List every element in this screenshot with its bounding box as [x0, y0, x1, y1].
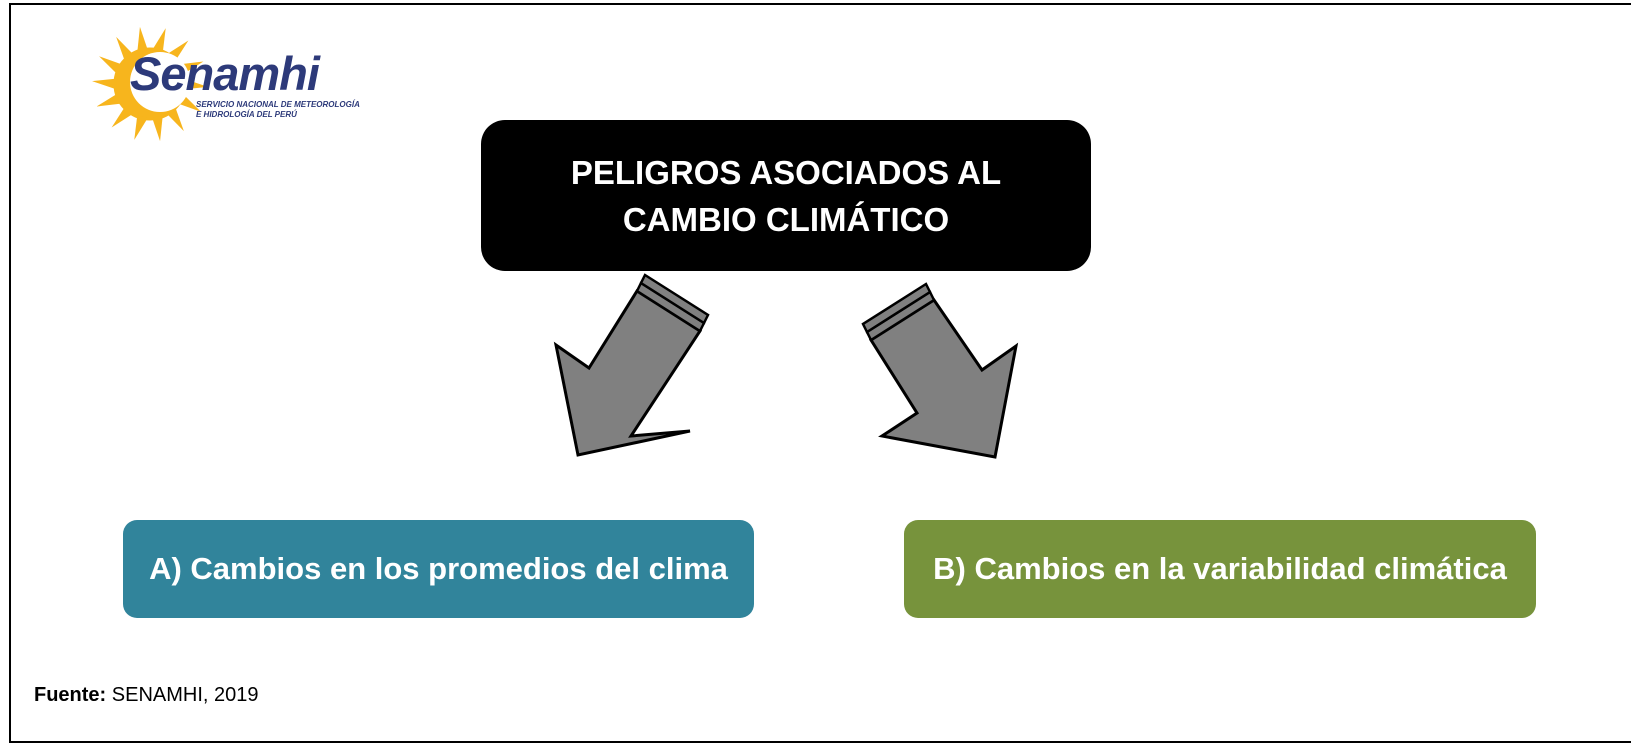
branch-a-box: A) Cambios en los promedios del clima — [123, 520, 754, 618]
sun-icon — [92, 26, 208, 142]
central-title: PELIGROS ASOCIADOS AL CAMBIO CLIMÁTICO — [570, 153, 1002, 238]
branch-a-label: A) Cambios en los promedios del clima — [149, 551, 728, 586]
logo-subtitle-line2: E HIDROLOGÍA DEL PERÚ — [196, 110, 297, 119]
logo-subtitle-line1: SERVICIO NACIONAL DE METEOROLOGÍA — [196, 100, 360, 109]
source-text: SENAMHI, 2019 — [111, 684, 259, 706]
logo-wordmark: Senamhi — [130, 47, 320, 100]
logo-subtitle: SERVICIO NACIONAL DE METEOROLOGÍA E HIDR… — [196, 100, 360, 120]
right-arrow — [861, 282, 1019, 459]
branch-b-box: B) Cambios en la variabilidad climática — [904, 520, 1536, 618]
source-note: Fuente: SENAMHI, 2019 — [34, 684, 259, 707]
senamhi-logo: Senamhi SERVICIO NACIONAL DE METEOROLOGÍ… — [92, 26, 360, 142]
left-arrow — [553, 273, 710, 457]
central-title-box: PELIGROS ASOCIADOS AL CAMBIO CLIMÁTICO — [481, 120, 1091, 271]
source-label: Fuente: — [34, 684, 107, 706]
branch-b-label: B) Cambios en la variabilidad climática — [933, 551, 1507, 586]
